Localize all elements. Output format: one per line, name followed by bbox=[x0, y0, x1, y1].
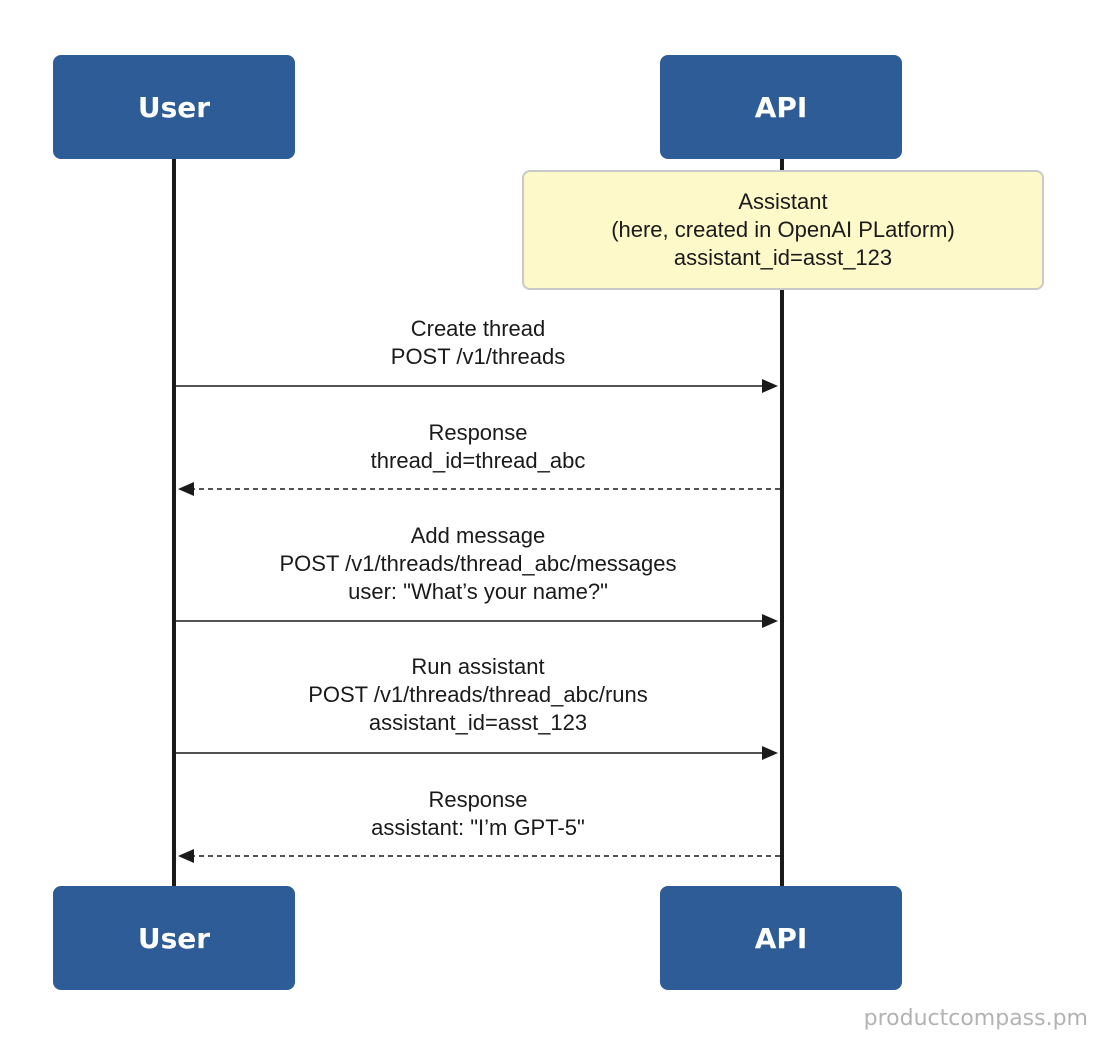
message-label-run-assistant: Run assistant POST /v1/threads/thread_ab… bbox=[176, 653, 780, 737]
message-line: POST /v1/threads/thread_abc/messages bbox=[279, 551, 677, 576]
message-line: thread_id=thread_abc bbox=[370, 448, 586, 473]
note-line: assistant_id=asst_123 bbox=[673, 245, 893, 270]
note-line: (here, created in OpenAI PLatform) bbox=[611, 217, 955, 242]
arrow-head bbox=[762, 614, 778, 628]
user-actor-top: User bbox=[53, 55, 295, 159]
message-line: assistant: "I’m GPT-5" bbox=[371, 815, 585, 840]
arrow-head bbox=[762, 379, 778, 393]
message-line: Response bbox=[428, 420, 528, 445]
watermark: productcompass.pm bbox=[863, 1006, 1088, 1031]
user-actor-label: User bbox=[137, 90, 211, 124]
message-line: Response bbox=[428, 787, 528, 812]
arrow-response-assistant bbox=[178, 849, 780, 863]
message-label-response-thread: Response thread_id=thread_abc bbox=[176, 419, 780, 475]
arrow-head bbox=[762, 746, 778, 760]
api-actor-label: API bbox=[754, 90, 808, 124]
api-lifeline bbox=[780, 158, 784, 888]
api-actor-top: API bbox=[660, 55, 902, 159]
user-actor-bottom: User bbox=[53, 886, 295, 990]
user-lifeline bbox=[172, 158, 176, 888]
assistant-note: Assistant (here, created in OpenAI PLatf… bbox=[522, 170, 1044, 290]
message-label-response-assistant: Response assistant: "I’m GPT-5" bbox=[176, 786, 780, 842]
user-actor-label: User bbox=[137, 921, 211, 955]
message-label-create-thread: Create thread POST /v1/threads bbox=[176, 315, 780, 371]
message-line: POST /v1/threads/thread_abc/runs bbox=[308, 682, 648, 707]
message-line: Run assistant bbox=[411, 654, 545, 679]
arrow-head bbox=[178, 482, 194, 496]
message-line: user: "What’s your name?" bbox=[348, 579, 608, 604]
arrow-response-thread bbox=[178, 482, 780, 496]
note-line: Assistant bbox=[738, 189, 828, 214]
message-line: POST /v1/threads bbox=[390, 344, 566, 369]
message-line: Create thread bbox=[410, 316, 546, 341]
arrow-head bbox=[178, 849, 194, 863]
arrow-run-assistant bbox=[176, 746, 778, 760]
message-line: Add message bbox=[410, 523, 546, 548]
arrow-create-thread bbox=[176, 379, 778, 393]
arrow-add-message bbox=[176, 614, 778, 628]
message-label-add-message: Add message POST /v1/threads/thread_abc/… bbox=[176, 522, 780, 606]
api-actor-bottom: API bbox=[660, 886, 902, 990]
message-line: assistant_id=asst_123 bbox=[368, 710, 588, 735]
api-actor-label: API bbox=[754, 921, 808, 955]
